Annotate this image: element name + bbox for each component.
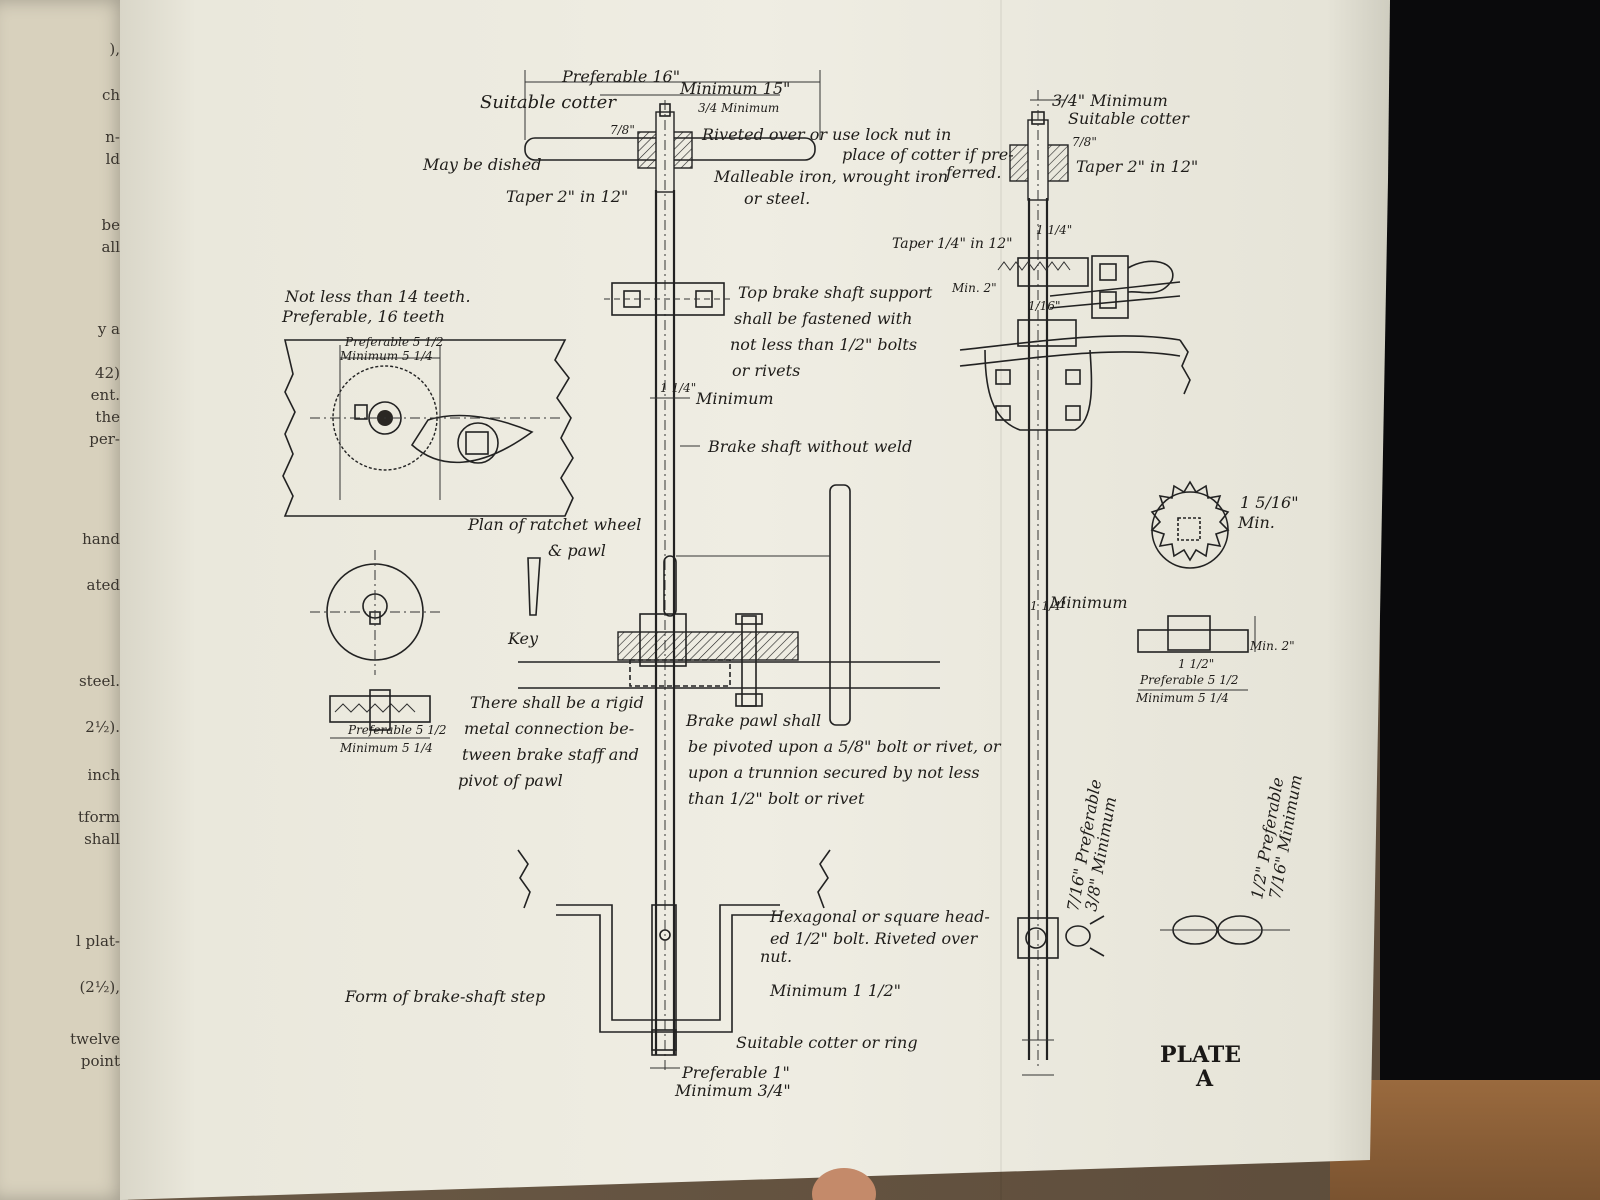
left-page-text: 42) [95, 364, 120, 382]
label-support-2: shall be fastened with [734, 309, 912, 328]
plate-letter: A [1195, 1066, 1214, 1092]
left-page-text: l plat- [75, 932, 120, 950]
label-rv-suitable-cotter: Suitable cotter [1068, 109, 1190, 128]
left-page-text: n- [105, 128, 120, 146]
label-teeth-2: Preferable, 16 teeth [281, 307, 445, 326]
label-seven-eighths: 7/8" [610, 123, 635, 137]
left-page-text: tform [77, 808, 120, 826]
left-page-text: inch [87, 766, 120, 784]
label-taper-left: Taper 2" in 12" [506, 187, 628, 206]
label-sr-pref: Preferable 5 1/2 [1139, 673, 1239, 687]
left-page-text: ), [109, 40, 120, 58]
label-or-steel: or steel. [744, 189, 810, 208]
label-may-be-dished: May be dished [422, 155, 541, 174]
left-page-text: shall [84, 830, 120, 848]
label-preferable-16: Preferable 16" [561, 67, 680, 86]
small-ratchet-wheel [1137, 480, 1256, 691]
right-elevation [959, 90, 1191, 1076]
label-minimum-15: Minimum 15" [679, 79, 790, 98]
label-ferred: ferred. [945, 163, 1001, 182]
label-min-one-half: Minimum 1 1/2" [769, 981, 901, 1000]
label-key-pref: Preferable 5 1/2 [347, 723, 447, 737]
key-detail [310, 550, 541, 739]
label-ratchet-min: Minimum 5 1/4 [339, 349, 433, 363]
label-rv-minimum: Minimum [1049, 593, 1128, 612]
left-page-text: hand [82, 530, 120, 548]
label-support-3: not less than 1/2" bolts [730, 335, 917, 354]
label-sr-min-two: Min. 2" [1249, 639, 1295, 653]
label-suitable-cotter: Suitable cotter [480, 92, 617, 113]
label-hex-2: ed 1/2" bolt. Riveted over [770, 929, 979, 948]
label-place-of-cotter: place of cotter if pre- [842, 145, 1014, 164]
label-riveted-over: Riveted over or use lock nut in [701, 125, 951, 144]
label-rv-taper-quarter: Taper 1/4" in 12" [892, 236, 1013, 252]
left-page-text: per- [89, 430, 120, 448]
label-cotter-ring: Suitable cotter or ring [736, 1033, 918, 1052]
left-page-text: all [101, 238, 120, 256]
chain-links [1065, 915, 1290, 957]
label-pawl-1: Brake pawl shall [685, 711, 821, 730]
ratchet-plan [282, 339, 574, 517]
left-page-text: (2½), [79, 978, 120, 996]
label-plan-1: Plan of ratchet wheel [467, 515, 641, 534]
left-page-text: ld [105, 150, 120, 168]
label-plan-2: & pawl [548, 541, 606, 560]
label-rv-shaft-top: 1 1/4" [1036, 223, 1072, 237]
label-rigid-1: There shall be a rigid [470, 693, 644, 712]
dark-background [1380, 0, 1600, 1080]
label-sr-minimum: Minimum 5 1/4 [1135, 691, 1229, 705]
label-three-quarter-minimum: 3/4 Minimum [698, 101, 779, 115]
left-page-text: twelve [70, 1030, 120, 1048]
left-book-page: ), ch n- ld be all y a 42) ent. the per-… [0, 0, 128, 1200]
label-pref-one: Preferable 1" [681, 1063, 790, 1082]
wood-surface [1330, 1080, 1600, 1200]
label-sr-one-half: 1 1/2" [1178, 657, 1214, 671]
label-minimum-left: Minimum [695, 389, 774, 408]
label-hex-3: nut. [760, 947, 792, 966]
label-rv-seven-eighths: 7/8" [1072, 135, 1097, 149]
label-rigid-4: pivot of pawl [458, 771, 563, 790]
label-rv-one-sixteenth: 1/16" [1028, 299, 1060, 313]
label-without-weld: Brake shaft without weld [707, 437, 912, 456]
label-rigid-2: metal connection be- [464, 719, 634, 738]
label-rigid-3: tween brake staff and [462, 745, 639, 764]
plate-sheet [120, 0, 1390, 1200]
label-sr-dim: 1 5/16" [1240, 493, 1299, 512]
plate-fold [1000, 0, 1002, 1200]
label-rv-min-two: Min. 2" [951, 281, 997, 295]
plate-title: PLATE [1160, 1042, 1241, 1068]
label-support-1: Top brake shaft support [738, 283, 933, 302]
left-page-text: steel. [78, 672, 120, 690]
left-page-text: point [80, 1052, 120, 1070]
label-teeth-1: Not less than 14 teeth. [284, 287, 471, 306]
left-page-text: the [95, 408, 120, 426]
label-pawl-2: be pivoted upon a 5/8" bolt or rivet, or [688, 737, 1002, 756]
left-page-text: be [101, 216, 120, 234]
left-page-text: ent. [90, 386, 120, 404]
label-pawl-4: than 1/2" bolt or rivet [688, 789, 865, 808]
left-elevation [517, 70, 940, 1070]
label-form-step: Form of brake-shaft step [344, 987, 545, 1006]
label-support-4: or rivets [732, 361, 800, 380]
label-hex-1: Hexagonal or square head- [769, 907, 990, 926]
left-page-text: y a [97, 320, 120, 338]
label-pawl-3: upon a trunnion secured by not less [688, 763, 980, 782]
label-rv-shaft-min: 1 1/4" [1030, 599, 1066, 613]
label-key: Key [507, 629, 539, 648]
label-shaft-min-left: 1 1/4" [660, 381, 696, 395]
label-ratchet-pref: Preferable 5 1/2 [344, 335, 444, 349]
left-page-text: ated [86, 576, 120, 594]
label-key-min: Minimum 5 1/4 [339, 741, 433, 755]
left-page-text: 2½). [85, 718, 120, 736]
label-rv-three-quarter: 3/4" Minimum [1052, 91, 1168, 110]
label-sr-min: Min. [1237, 513, 1275, 532]
left-page-text: ch [101, 86, 120, 104]
label-malleable-iron: Malleable iron, wrought iron [713, 167, 948, 186]
label-rv-taper: Taper 2" in 12" [1076, 157, 1198, 176]
label-min-three-quarter-step: Minimum 3/4" [674, 1081, 791, 1100]
